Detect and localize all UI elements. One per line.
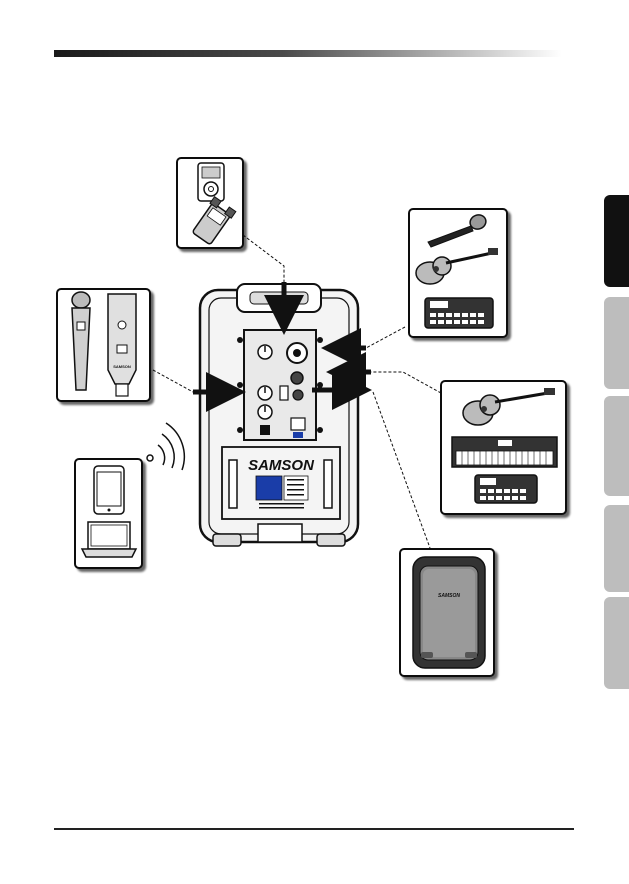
smartphone-icon [94, 466, 124, 514]
device-box-bluetooth [75, 459, 142, 568]
device-box-instruments-1 [409, 209, 507, 337]
bluetooth-signal-icon [147, 423, 184, 470]
bluetooth-button[interactable] [291, 418, 305, 430]
keyboard-icon [452, 437, 557, 467]
device-box-media-player [177, 158, 243, 248]
drum-machine-icon-1 [425, 298, 493, 328]
control-panel [237, 330, 323, 440]
rear-label-plate: SAMSON [222, 447, 340, 519]
mp3-player-icon [198, 163, 224, 201]
device-box-instruments-2 [441, 381, 566, 514]
line-input-jack[interactable] [291, 372, 303, 384]
treble-knob[interactable] [258, 405, 272, 419]
device-box-wireless-mic: SAMSON [57, 289, 150, 401]
volume-knob[interactable] [258, 345, 272, 359]
speaker-icon: SAMSON [413, 557, 485, 668]
xlr-combo-jack[interactable] [287, 343, 307, 363]
bass-knob[interactable] [258, 386, 272, 400]
receiver-logo: SAMSON [113, 364, 131, 369]
samson-logo: SAMSON [248, 457, 315, 474]
laptop-icon [82, 522, 136, 557]
bluetooth-indicator [293, 432, 303, 438]
power-switch[interactable] [260, 425, 270, 435]
ext-speaker-logo: SAMSON [438, 593, 460, 599]
usb-port[interactable] [280, 386, 288, 400]
drum-machine-icon-2 [475, 475, 537, 503]
line-output-jack[interactable] [293, 390, 303, 400]
device-box-extension-speaker: SAMSON [400, 549, 494, 676]
